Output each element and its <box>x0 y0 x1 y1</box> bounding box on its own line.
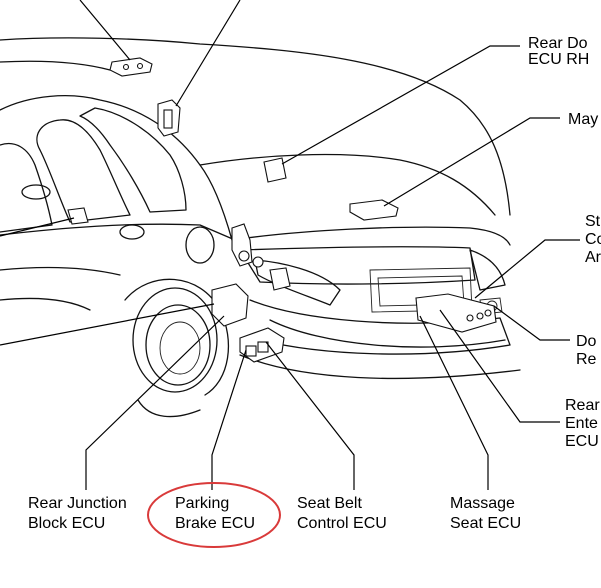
car-illustration <box>0 37 521 418</box>
leader-left-ecu <box>0 217 75 237</box>
ecu-parts <box>67 57 497 363</box>
label-rear-junction-block-ecu: Rear Junction Block ECU <box>28 495 131 532</box>
leader-st <box>474 239 580 299</box>
label-may: May <box>568 111 598 128</box>
leader-top-center <box>175 0 241 107</box>
label-rear-door-ecu-rh: Rear Do ECU RH <box>528 35 592 68</box>
leader-rear-ent <box>439 309 560 423</box>
label-st: St Co Ar <box>585 213 601 266</box>
leader-seat-belt <box>265 341 355 490</box>
label-massage-seat-ecu: Massage Seat ECU <box>450 495 521 532</box>
leader-door <box>493 305 570 341</box>
label-door: Do Re <box>576 333 601 368</box>
leader-rear-door-ecu-rh <box>281 45 520 165</box>
leader-parking-brake <box>211 349 247 490</box>
leader-left-lower <box>0 303 215 346</box>
label-rear-entertainment: Rear Ente ECU <box>565 397 601 450</box>
callout-labels: Rear Do ECU RH May St Co Ar Do Re Rear E… <box>28 35 601 532</box>
leader-top-left <box>79 0 131 61</box>
leader-rear-junction <box>85 315 225 490</box>
label-parking-brake-ecu: Parking Brake ECU <box>175 495 255 532</box>
label-seat-belt-control-ecu: Seat Belt Control ECU <box>297 495 387 532</box>
highlight-circle <box>147 482 281 548</box>
leader-massage-seat <box>419 315 489 490</box>
leader-may <box>383 117 560 207</box>
leader-lines <box>0 0 580 490</box>
